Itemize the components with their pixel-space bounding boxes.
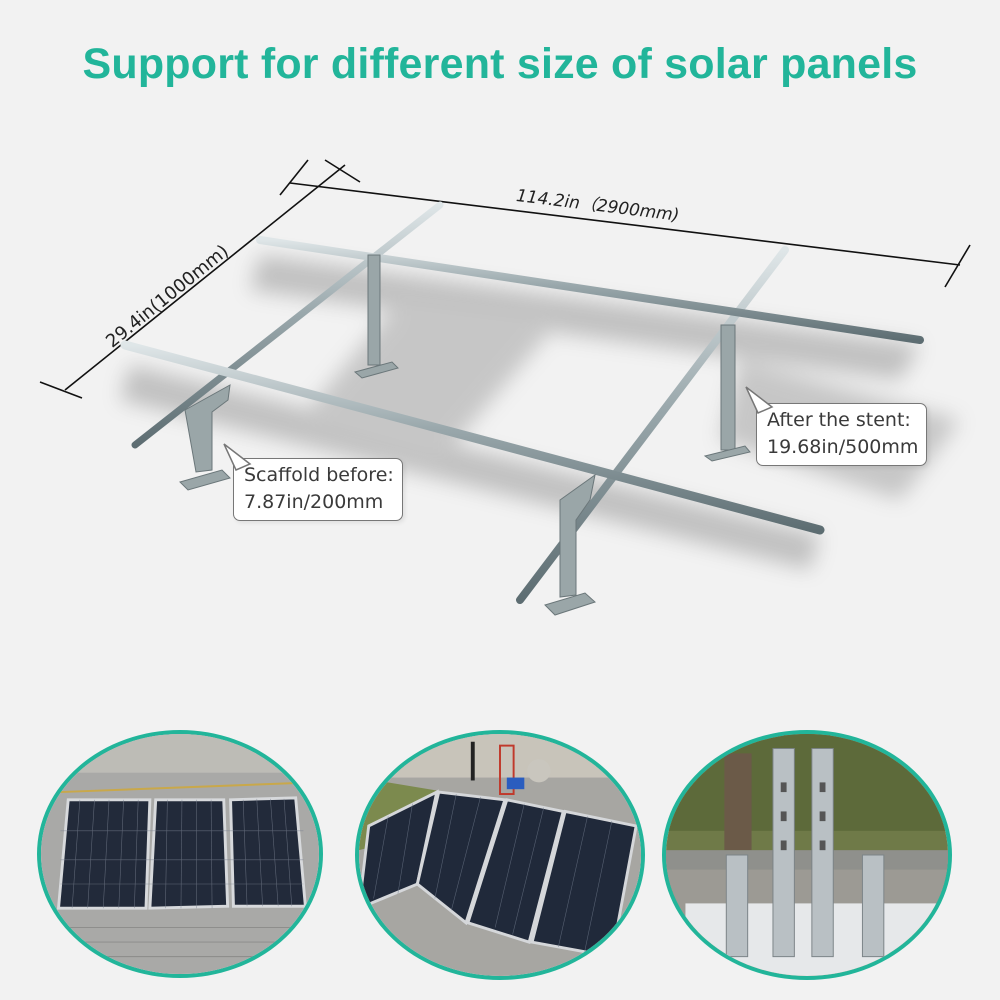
mount-frame-illustration xyxy=(39,159,971,616)
callout-before-pointer xyxy=(223,443,252,471)
callout-after-pointer xyxy=(745,386,774,414)
page-title: Support for different size of solar pane… xyxy=(82,40,918,88)
callout-after-value: 19.68in/500mm xyxy=(767,436,919,458)
callout-after-title: After the stent: xyxy=(767,409,911,431)
callout-before-value: 7.87in/200mm xyxy=(244,491,384,513)
callout-before-title: Scaffold before: xyxy=(244,464,394,486)
photo-bracket-legs xyxy=(662,730,952,980)
photo-low-tilt-panels xyxy=(37,730,323,978)
callout-before: Scaffold before: 7.87in/200mm xyxy=(233,458,403,521)
photo-high-tilt-panels xyxy=(355,730,645,980)
callout-after: After the stent: 19.68in/500mm xyxy=(756,403,928,466)
dimension-lines xyxy=(39,159,971,399)
